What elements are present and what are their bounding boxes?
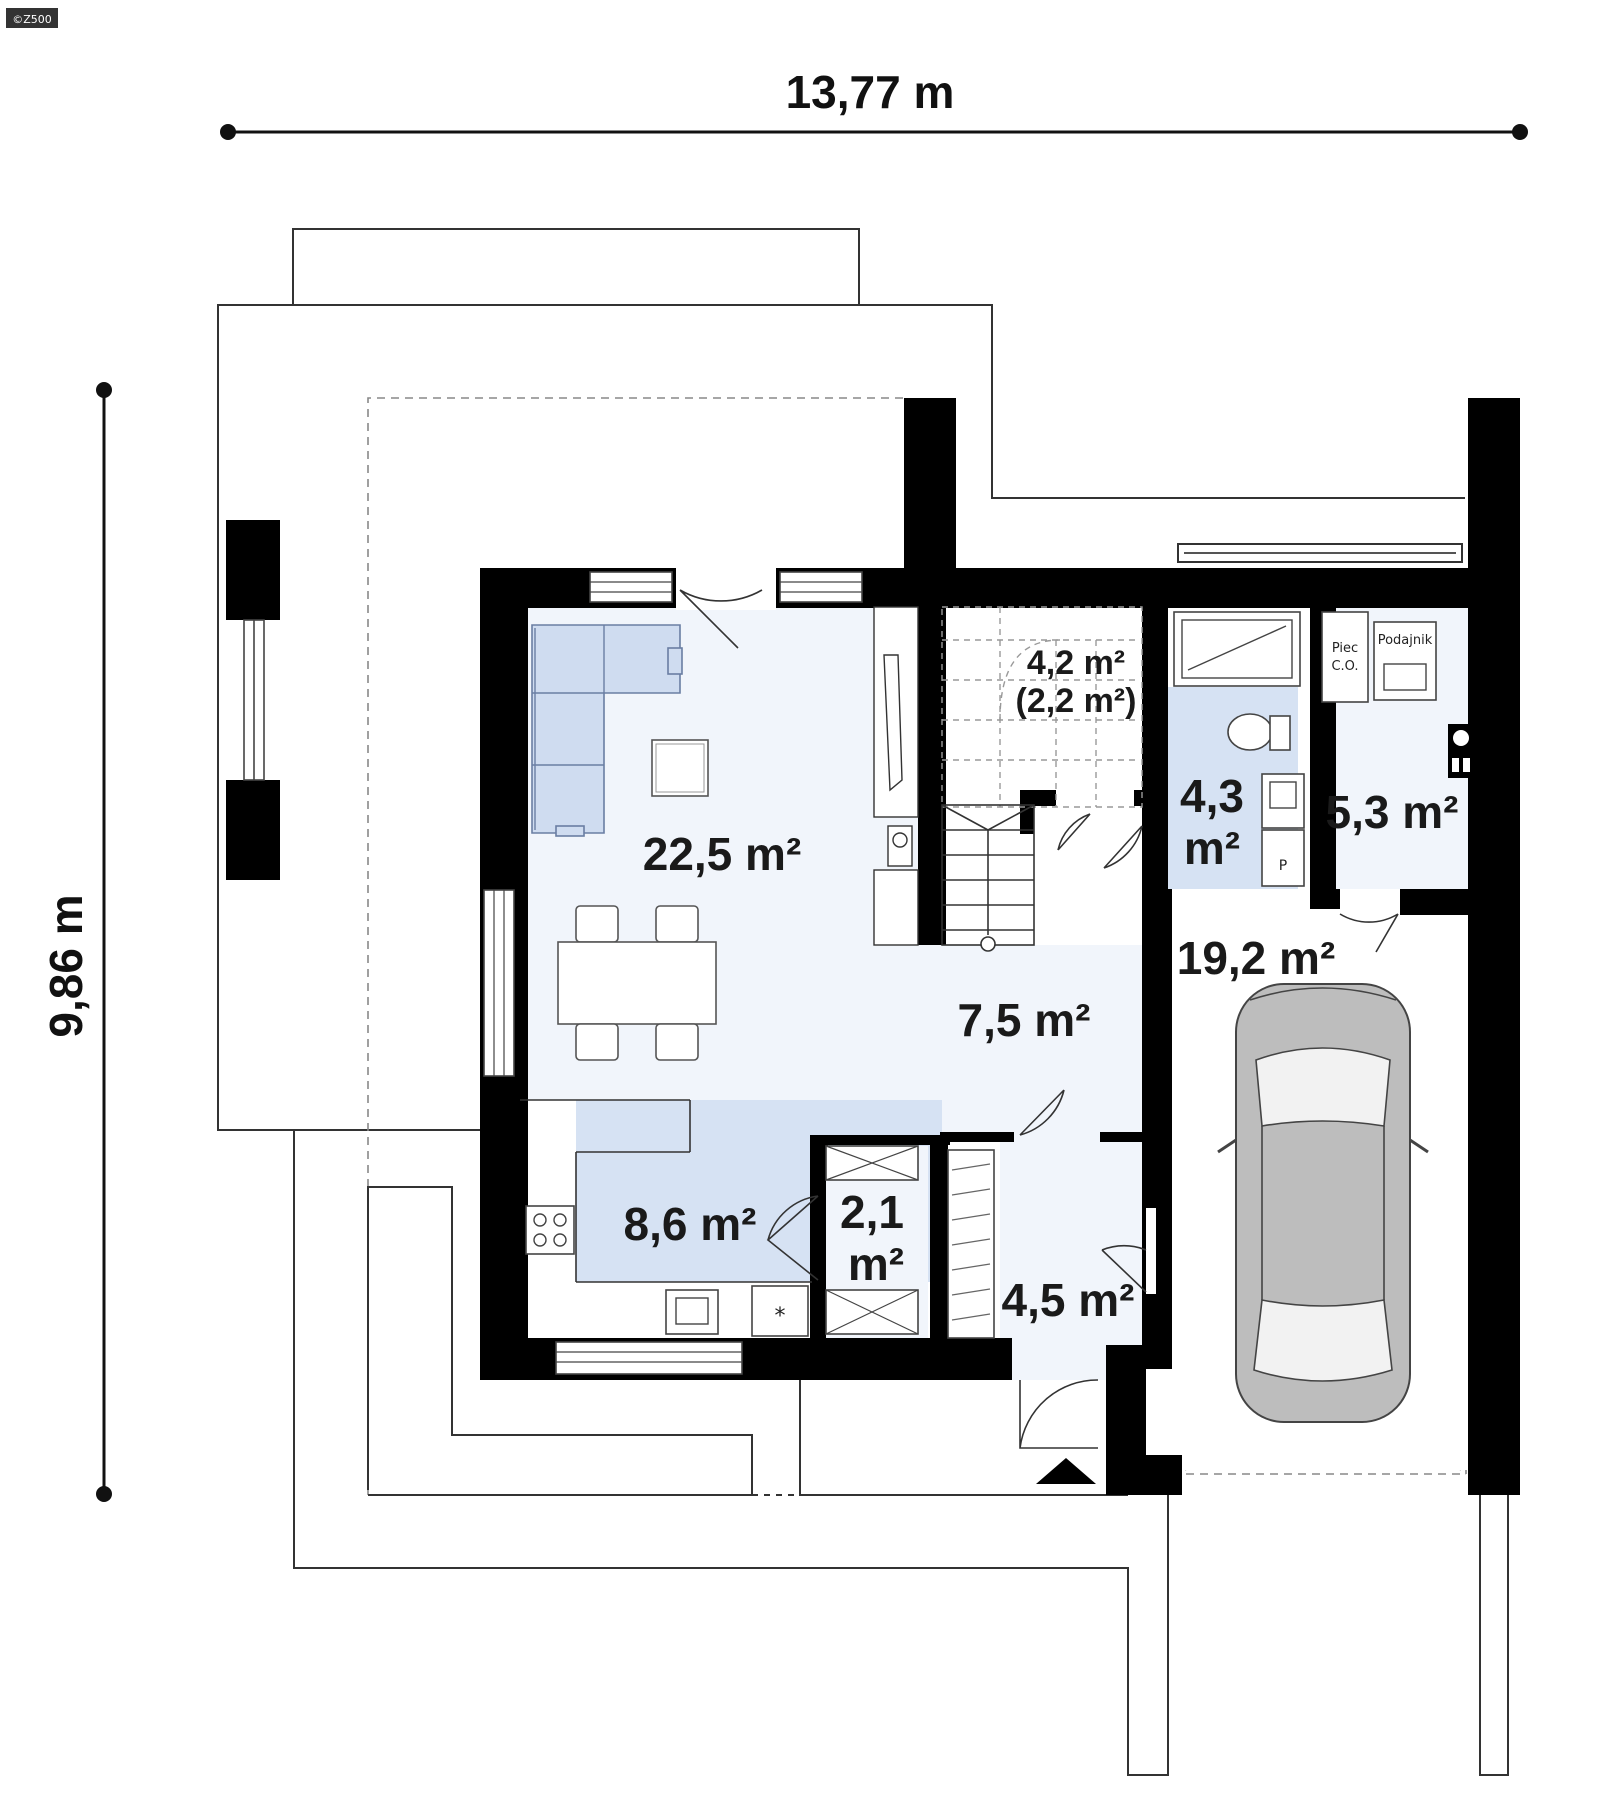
feeder-label: Podajnik bbox=[1378, 633, 1433, 648]
boiler-label-line1: Piec bbox=[1332, 641, 1358, 656]
wardrobe bbox=[947, 1149, 995, 1339]
garage-area: 19,2 m² bbox=[1177, 932, 1336, 984]
hall-area: 7,5 m² bbox=[958, 994, 1091, 1046]
depth-dimension: 9,86 m bbox=[40, 382, 112, 1502]
watermark-text: ©Z500 bbox=[12, 13, 52, 26]
terrace-window bbox=[226, 520, 280, 880]
windows bbox=[483, 571, 863, 1375]
boiler-room-area: 5,3 m² bbox=[1326, 786, 1459, 838]
garage-car bbox=[1217, 983, 1429, 1423]
bathroom-area-line2: m² bbox=[1184, 822, 1240, 874]
pantry-fixtures bbox=[825, 1145, 928, 1338]
bathroom-area-line1: 4,3 bbox=[1180, 770, 1244, 822]
living-room-area: 22,5 m² bbox=[643, 828, 802, 880]
living-furniture bbox=[531, 624, 717, 1061]
width-label: 13,77 m bbox=[786, 66, 955, 118]
pantry-area-line2: m² bbox=[848, 1238, 904, 1290]
boiler-equipment: Piec C.O. Podajnik bbox=[1321, 611, 1474, 778]
boiler-label-line2: C.O. bbox=[1331, 659, 1358, 674]
kitchen-fixtures: * bbox=[520, 1099, 812, 1337]
stairs-area-note: (2,2 m²) bbox=[1016, 682, 1137, 720]
bathroom-fixtures: P bbox=[1173, 611, 1305, 887]
watermark: ©Z500 bbox=[6, 8, 58, 28]
pantry-area-line1: 2,1 bbox=[840, 1186, 904, 1238]
vestibule-area: 4,5 m² bbox=[1002, 1274, 1135, 1326]
doors bbox=[676, 566, 1399, 1484]
depth-label: 9,86 m bbox=[40, 894, 92, 1037]
washer-mark: P bbox=[1279, 858, 1287, 874]
room-labels: 22,5 m² 4,2 m² (2,2 m²) 4,3 m² 5,3 m² 19… bbox=[624, 644, 1459, 1326]
fridge-mark: * bbox=[775, 1304, 786, 1329]
stairs-area: 4,2 m² bbox=[1027, 644, 1125, 682]
staircase bbox=[873, 606, 1143, 952]
width-dimension: 13,77 m bbox=[220, 66, 1528, 140]
kitchen-area: 8,6 m² bbox=[624, 1198, 757, 1250]
